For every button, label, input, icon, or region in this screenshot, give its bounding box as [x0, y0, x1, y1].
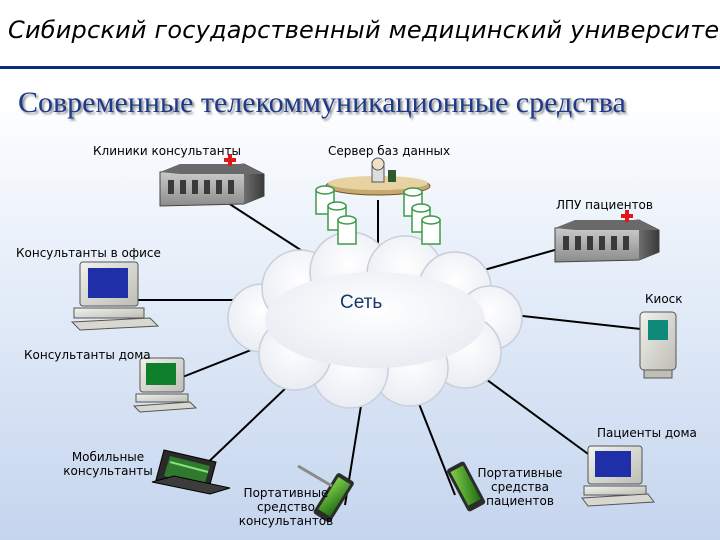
- stylus-icon: [298, 466, 332, 486]
- label-mobile-consultants-line1: Мобильные: [58, 450, 158, 464]
- label-portable-consultants: Портативные средство консультантов: [234, 486, 338, 528]
- label-office-consultants: Консультанты в офисе: [16, 246, 161, 260]
- lpu-building-icon: [555, 210, 659, 262]
- label-portable-patients-line3: пациентов: [470, 494, 570, 508]
- laptop-icon: [152, 450, 230, 494]
- network-label: Сеть: [340, 292, 382, 314]
- label-kiosk: Киоск: [645, 292, 683, 306]
- office-computer-icon: [72, 262, 158, 330]
- label-portable-patients: Портативные средства пациентов: [470, 466, 570, 508]
- label-lpu-patients: ЛПУ пациентов: [556, 198, 653, 212]
- label-home-consultants: Консультанты дома: [24, 348, 151, 362]
- home-computer-icon: [134, 358, 196, 412]
- label-portable-consultants-line1: Портативные: [234, 486, 338, 500]
- label-mobile-consultants-line2: консультанты: [58, 464, 158, 478]
- hospital-building-icon: [160, 154, 264, 206]
- label-clinics-consultants: Клиники консультанты: [93, 144, 241, 158]
- kiosk-icon: [640, 312, 676, 378]
- label-portable-patients-line1: Портативные: [470, 466, 570, 480]
- label-portable-patients-line2: средства: [470, 480, 570, 494]
- label-portable-consultants-line3: консультантов: [234, 514, 338, 528]
- label-patients-home: Пациенты дома: [597, 426, 697, 440]
- label-portable-consultants-line2: средство: [234, 500, 338, 514]
- network-cloud: [228, 232, 522, 408]
- label-database-server: Сервер баз данных: [328, 144, 450, 158]
- label-mobile-consultants: Мобильные консультанты: [58, 450, 158, 478]
- patients-home-computer-icon: [582, 446, 654, 506]
